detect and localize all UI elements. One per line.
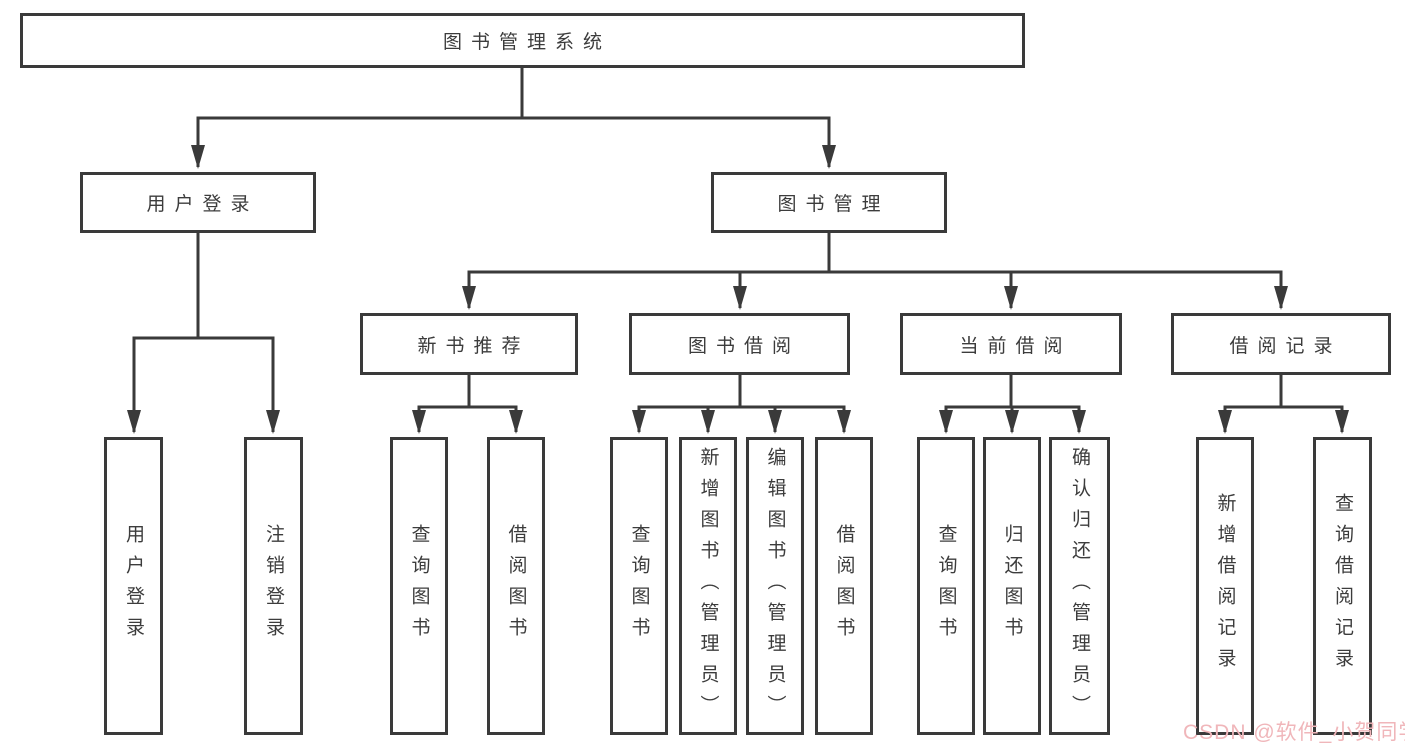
node-label: 新增借阅记录 [1214, 493, 1236, 679]
node-label: 用户登录 [146, 194, 259, 215]
leaf-borrowing-edit-books-admin: 编辑图书（管理员） [746, 437, 804, 735]
leaf-recommend-query-books: 查询图书 [390, 437, 448, 735]
node-label: 图书管理系统 [442, 32, 611, 53]
leaf-logout: 注销登录 [244, 437, 303, 735]
leaf-records-add-record: 新增借阅记录 [1196, 437, 1254, 735]
node-label: 当前借阅 [959, 335, 1072, 357]
node-label: 图书管理 [777, 194, 890, 215]
node-label: 归还图书 [1001, 524, 1023, 648]
leaf-borrowing-borrow-books: 借阅图书 [815, 437, 873, 735]
node-label: 新增图书（管理员） [697, 446, 719, 726]
leaf-current-return-books: 归还图书 [983, 437, 1041, 735]
leaf-recommend-borrow-books: 借阅图书 [487, 437, 545, 735]
node-library-management-system: 图书管理系统 [20, 13, 1025, 68]
node-borrow-records: 借阅记录 [1171, 313, 1391, 375]
node-new-book-recommend: 新书推荐 [360, 313, 578, 375]
node-label: 借阅图书 [833, 524, 855, 648]
node-label: 查询图书 [628, 524, 650, 648]
node-user-login: 用户登录 [80, 172, 316, 233]
node-label: 用户登录 [123, 524, 144, 648]
leaf-current-confirm-return-admin: 确认归还（管理员） [1049, 437, 1110, 735]
connector-new-book-recommend-split [417, 373, 518, 409]
connector-borrow-records-split [1223, 373, 1344, 409]
node-label: 新书推荐 [417, 335, 530, 357]
leaf-user-login: 用户登录 [104, 437, 163, 735]
leaf-current-query-books: 查询图书 [917, 437, 975, 735]
connector-book-management-split [467, 231, 1283, 274]
node-label: 确认归还（管理员） [1069, 446, 1090, 726]
node-label: 编辑图书（管理员） [764, 446, 786, 726]
connector-current-borrowing-split [944, 373, 1081, 409]
leaf-borrowing-add-books-admin: 新增图书（管理员） [679, 437, 737, 735]
connector-root-split [196, 66, 831, 120]
node-label: 注销登录 [263, 524, 284, 648]
connector-user-login-split [132, 231, 275, 340]
watermark: CSDN @软件_小贺同学 [1183, 721, 1405, 744]
node-label: 查询图书 [408, 524, 430, 648]
node-label: 查询借阅记录 [1332, 493, 1353, 679]
node-label: 图书借阅 [687, 335, 800, 357]
node-label: 借阅图书 [505, 524, 527, 648]
node-label: 借阅记录 [1229, 335, 1342, 357]
node-book-borrowing: 图书借阅 [629, 313, 850, 375]
node-current-borrowing: 当前借阅 [900, 313, 1122, 375]
node-label: 查询图书 [935, 524, 957, 648]
leaf-records-query-record: 查询借阅记录 [1313, 437, 1372, 735]
leaf-borrowing-query-books: 查询图书 [610, 437, 668, 735]
connector-book-borrowing-split [637, 373, 846, 409]
node-book-management: 图书管理 [711, 172, 947, 233]
